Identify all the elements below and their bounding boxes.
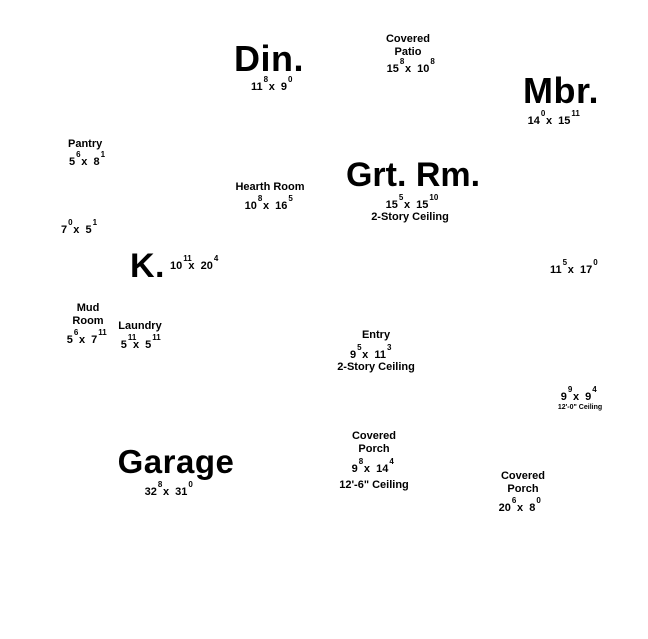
room-name: K. xyxy=(130,247,165,285)
ceiling-note: 2-Story Ceiling xyxy=(337,361,415,373)
room-name: Laundry xyxy=(118,320,162,332)
room-name: Covered xyxy=(500,470,546,482)
room-name: Mbr. xyxy=(522,70,599,111)
room-name: Porch xyxy=(507,483,539,495)
ceiling-note: 12'-6" Ceiling xyxy=(339,479,409,491)
room-name: Pantry xyxy=(68,138,103,150)
room-name: Din. xyxy=(234,38,304,79)
room-name: Porch xyxy=(358,443,390,455)
room-name: Room xyxy=(72,315,104,327)
room-name: Garage xyxy=(117,443,235,480)
ceiling-note: 2-Story Ceiling xyxy=(371,211,449,223)
room-kitchen: K. xyxy=(130,249,170,283)
room-name: Covered xyxy=(351,430,397,442)
ceiling-note: 12'-0" Ceiling xyxy=(557,404,603,411)
room-name: Entry xyxy=(361,329,391,341)
room-name: Covered xyxy=(385,33,431,45)
room-name: Grt. Rm. xyxy=(345,156,481,194)
room-name: Hearth Room xyxy=(235,181,305,193)
room-name: Patio xyxy=(394,46,422,58)
room-name: Mud xyxy=(76,302,100,314)
